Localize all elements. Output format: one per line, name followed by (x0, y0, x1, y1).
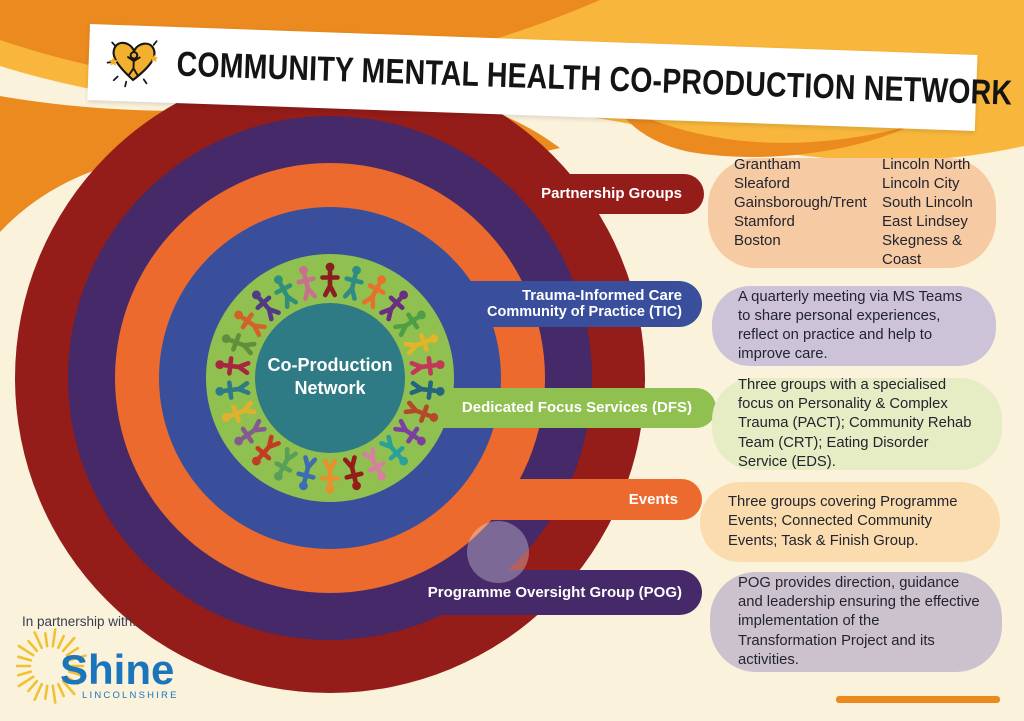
person-figure (362, 275, 386, 310)
person-figure (215, 380, 251, 400)
pill-partnership-groups: Partnership Groups (520, 174, 704, 214)
list-item: Lincoln North (882, 156, 971, 174)
person-figure (234, 310, 267, 338)
pill-dfs: Dedicated Focus Services (DFS) (425, 388, 716, 428)
person-figure (221, 400, 257, 423)
person-figure (379, 434, 409, 466)
center-circle (255, 303, 405, 453)
list-item: Stamford (734, 213, 795, 230)
info-text: Three groups covering Programme Events; … (728, 494, 958, 549)
list-item: Gainsborough/Trent (734, 194, 867, 212)
person-figure (215, 356, 251, 376)
pill-pog: Programme Oversight Group (POG) (420, 570, 702, 615)
pill-label: Partnership Groups (541, 185, 682, 203)
pill-tic: Trauma-Informed Care Community of Practi… (450, 281, 702, 327)
person-figure (342, 265, 364, 301)
list-item: Lincoln City (882, 175, 960, 193)
pill-events: Events (465, 479, 702, 520)
info-box-pog: POG provides direction, guidance and lea… (710, 572, 1002, 672)
person-figure (362, 446, 386, 481)
list-item: Skegness & Coast (882, 231, 963, 268)
pill-label: Events (628, 490, 678, 508)
pill-label-line2: Community of Practice (TIC) (487, 304, 682, 321)
person-figure (403, 333, 439, 356)
heart-with-person-icon (106, 40, 159, 88)
person-figure (296, 265, 318, 301)
person-figure (393, 310, 426, 338)
info-text: A quarterly meeting via MS Teams to shar… (738, 288, 963, 363)
logo-wordmark: Shine (60, 646, 174, 693)
person-figure (403, 400, 439, 423)
pill-label-line1: Trauma-Informed Care (521, 286, 682, 304)
info-box-dfs: Three groups with a specialised focus on… (712, 376, 1002, 470)
list-item: Boston (734, 231, 781, 249)
person-figure (409, 380, 445, 400)
watermark-circle (467, 521, 529, 583)
person-figure (320, 262, 340, 298)
pill-label: Dedicated Focus Services (DFS) (461, 399, 692, 417)
person-figure (409, 356, 445, 376)
partnership-caption: In partnership with... (22, 614, 144, 629)
info-box-tic: A quarterly meeting via MS Teams to shar… (712, 286, 996, 366)
sunburst-rays-icon (16, 628, 87, 704)
person-figure (251, 434, 281, 466)
person-figure (274, 446, 298, 481)
info-text: Three groups with a specialised focus on… (738, 376, 972, 470)
list-item: East Lindsey (882, 213, 968, 230)
person-figure (379, 290, 409, 322)
list-item: South Lincoln (882, 194, 973, 212)
info-text: POG provides direction, guidance and lea… (738, 574, 980, 668)
person-figure (342, 455, 364, 491)
accent-bar (836, 696, 1000, 703)
center-label: Co-Production Network (267, 355, 393, 398)
title-banner: COMMUNITY MENTAL HEALTH CO-PRODUCTION NE… (87, 24, 1013, 131)
shine-lincolnshire-logo: Shine LINCOLNSHIRE (16, 628, 179, 704)
pill-label: Programme Oversight Group (POG) (427, 583, 682, 601)
person-figure (251, 290, 281, 322)
person-figure (274, 275, 298, 310)
list-item: Sleaford (734, 175, 790, 193)
person-figure (221, 333, 257, 356)
person-figure (393, 418, 426, 446)
person-figure (296, 455, 318, 491)
orange-wave-right (612, 102, 910, 157)
page-title: COMMUNITY MENTAL HEALTH CO-PRODUCTION NE… (175, 45, 1013, 113)
person-figure (234, 418, 267, 446)
people-circle-illustration (215, 262, 445, 494)
list-item: Grantham (734, 156, 801, 174)
person-figure (320, 458, 340, 494)
logo-subtext: LINCOLNSHIRE (82, 690, 179, 701)
info-box-events: Three groups covering Programme Events; … (700, 482, 1000, 562)
